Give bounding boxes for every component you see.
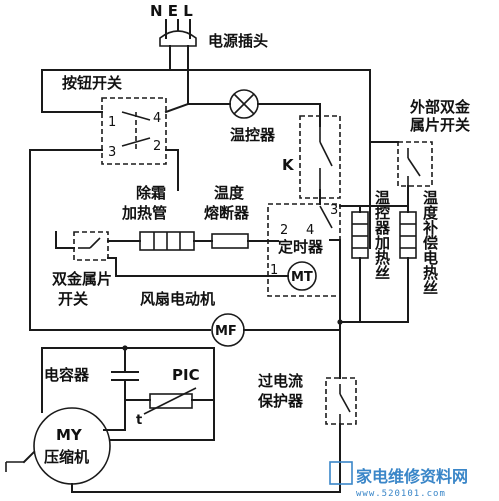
overcurrent-protector: 过电流 保护器 [257, 372, 357, 425]
external-bimetal-label-2: 属片开关 [410, 116, 470, 134]
timer-label: 定时器 [278, 238, 324, 256]
power-plug: N E L 电源插头 [150, 2, 268, 50]
fan-motor: 风扇电动机 MF [140, 290, 245, 347]
lamp-cross-b [233, 93, 255, 115]
watermark: 家电维修资料网 www.520101.com [329, 461, 468, 499]
ptc-slash [143, 387, 197, 415]
compressor-code-label: MY [56, 426, 83, 444]
thermostat-label: 温控器 [230, 126, 276, 144]
external-bimetal-blade [407, 157, 421, 177]
ptc-starter: PIC t [136, 366, 200, 428]
thermal-fuse: 温度 熔断器 [204, 184, 250, 249]
compressor-body [33, 407, 111, 485]
timer-terminal-2: 2 [280, 223, 288, 238]
defrost-heater-label-1: 除霜 [136, 184, 166, 202]
timer-motor-label: MT [291, 270, 313, 285]
pic-label: PIC [172, 366, 200, 384]
thermostat-heater-label: 温控器加热丝 [373, 190, 391, 280]
k-contact-label: K [282, 156, 295, 174]
timer-terminal-1: 1 [270, 263, 278, 278]
thermostat-blade [319, 141, 333, 167]
wire-button-2 [165, 149, 179, 191]
thermostat-heater-body [351, 211, 369, 259]
wire-cap-bus [41, 347, 215, 401]
plug-terminal-labels: N E L [150, 2, 193, 20]
external-bimetal-housing [397, 141, 433, 187]
thermal-fuse-label-1: 温度 [214, 184, 245, 202]
capacitor-label: 电容器 [44, 366, 90, 384]
wire-button-3-loop [29, 149, 211, 331]
timer-contact-blade [319, 205, 333, 229]
button-terminal-4: 4 [153, 111, 161, 126]
timer-terminal-4: 4 [306, 223, 314, 238]
junction-cap [122, 345, 128, 351]
timer-terminal-3: 3 [330, 203, 338, 218]
wire-compressor-return [71, 459, 341, 493]
wire-bimetal-left [55, 231, 75, 249]
watermark-logo [329, 461, 353, 485]
bimetal-switch-housing [73, 231, 109, 261]
watermark-name: 家电维修资料网 [356, 467, 468, 486]
wire-timer-4 [329, 239, 341, 323]
button-terminal-1: 1 [108, 115, 116, 130]
thermal-fuse-label-2: 熔断器 [204, 204, 250, 222]
fan-motor-symbol: MF [215, 324, 237, 339]
button-switch-label: 按钮开关 [62, 74, 122, 92]
button-switch-housing [101, 97, 167, 165]
ptc-t-label: t [136, 413, 142, 428]
timer: 2 4 3 1 定时器 MT [267, 203, 341, 297]
overcurrent-label-1: 过电流 [258, 372, 303, 390]
wire-button-l [164, 102, 190, 114]
external-bimetal-label-1: 外部双金 [409, 98, 471, 116]
button-terminal-3: 3 [108, 145, 116, 160]
thermostat-heater: 温控器加热丝 [351, 190, 391, 280]
bimetal-switch-label-2: 开关 [58, 290, 88, 308]
temp-comp-heater: 温度补偿电热丝 [399, 190, 439, 295]
overcurrent-blade [339, 393, 351, 413]
wire-ground [22, 450, 36, 464]
thermal-fuse-body [211, 233, 249, 249]
temp-comp-heater-label: 温度补偿电热丝 [421, 190, 439, 295]
button-switch: 按钮开关 1 4 3 2 [62, 74, 167, 165]
watermark-url: www.520101.com [356, 489, 446, 499]
lamp [229, 89, 259, 119]
thermostat: 温控器 K [230, 115, 341, 199]
compressor: MY 压缩机 [33, 407, 111, 485]
defrost-heater-label-2: 加热管 [121, 204, 167, 222]
bimetal-switch: 双金属片 开关 [52, 231, 112, 308]
external-bimetal-switch: 外部双金 属片开关 [397, 98, 471, 187]
button-terminal-2: 2 [153, 139, 161, 154]
bimetal-switch-label-1: 双金属片 [52, 270, 112, 288]
overcurrent-housing [325, 377, 357, 425]
power-plug-label: 电源插头 [208, 32, 268, 50]
wire-n-left [41, 69, 171, 113]
bimetal-switch-blade [89, 237, 101, 249]
timer-housing [267, 203, 341, 297]
wire-n-right [169, 69, 371, 191]
compressor-label: 压缩机 [44, 448, 89, 466]
wire-lamp-out [257, 103, 321, 127]
capacitor: 电容器 [44, 366, 139, 384]
fan-motor-label: 风扇电动机 [140, 290, 215, 308]
wire-bimetal-timer-1 [107, 257, 289, 277]
wire-comp-heater-out [339, 257, 409, 323]
temp-comp-heater-body [399, 211, 417, 259]
thermostat-housing [299, 115, 341, 199]
ground-symbol [5, 461, 24, 472]
button-switch-blade-bottom [121, 137, 151, 147]
defrost-heater: 除霜 加热管 [121, 184, 195, 251]
overcurrent-label-2: 保护器 [257, 392, 304, 410]
